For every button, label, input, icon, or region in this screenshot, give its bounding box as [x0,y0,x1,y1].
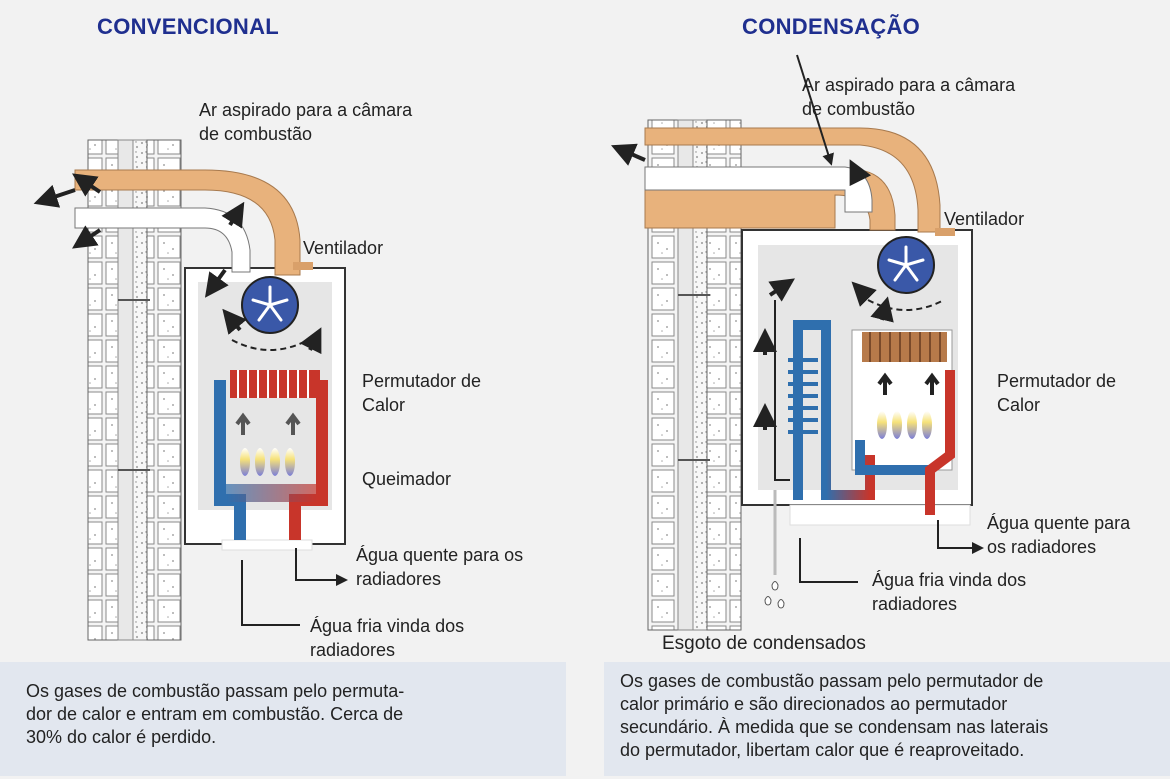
heat-exchanger-right [855,332,955,515]
caption-line: Os gases de combustão passam pelo permut… [620,671,1044,691]
leader-lines-left [241,548,348,626]
label-line: Água fria vinda dos [872,570,1027,590]
caption-line: calor primário e são direcionados ao per… [620,694,1008,714]
label-line: Calor [997,395,1041,415]
label-line: de combustão [199,124,313,144]
label-air-intake-right: Ar aspirado para a câmara de combustão [802,73,1015,121]
label-cold-water-left: Água fria vinda dos radiadores [310,614,464,662]
label-line: Calor [362,395,406,415]
caption-line: Os gases de combustão passam pelo permut… [26,681,405,701]
flue-duct-right [644,127,955,236]
condensate-drain [764,300,790,609]
label-line: Água quente para [987,513,1131,533]
label-line: radiadores [872,594,958,614]
title-conventional: CONVENCIONAL [97,14,280,39]
label-burner-left: Queimador [362,469,452,489]
leader-lines-right [796,54,984,583]
caption-line: do permutador, libertam calor que é reap… [620,740,1025,760]
label-air-intake-left: Ar aspirado para a câmara de combustão [199,98,412,146]
label-exchanger-left: Permutador de Calor [362,369,481,417]
label-line: radiadores [310,640,396,660]
label-line: radiadores [356,569,442,589]
caption-line: dor de calor e entram em combustão. Cerc… [26,704,404,724]
label-line: Permutador de [997,371,1117,391]
label-line: Ar aspirado para a câmara [199,100,413,120]
label-fan-right: Ventilador [944,209,1025,229]
caption-conventional: Os gases de combustão passam pelo permut… [0,662,566,776]
label-cold-water-right: Água fria vinda dos radiadores [872,568,1026,616]
caption-line: secundário. À medida que se condensam na… [620,717,1049,737]
label-fan-left: Ventilador [303,238,384,258]
label-line: Água fria vinda dos [310,616,465,636]
label-line: Água quente para os [356,545,524,565]
flow-arrows-right [610,143,894,430]
caption-condensing: Os gases de combustão passam pelo permut… [604,662,1170,776]
flow-arrows-left [33,173,322,355]
label-line: os radiadores [987,537,1097,557]
title-condensing: CONDENSAÇÃO [742,14,921,39]
label-hot-water-left: Água quente para os radiadores [356,543,523,591]
label-condensate-drain: Esgoto de condensados [662,633,866,654]
fan-right [867,236,945,311]
heat-exchanger-left [214,370,328,540]
burner-left [235,412,301,476]
label-line: de combustão [802,99,916,119]
label-line: Permutador de [362,371,482,391]
label-exchanger-right: Permutador de Calor [997,369,1116,417]
caption-line: 30% do calor é perdido. [26,727,217,747]
label-line: Ar aspirado para a câmara [802,75,1016,95]
label-hot-water-right: Água quente para os radiadores [987,511,1130,559]
